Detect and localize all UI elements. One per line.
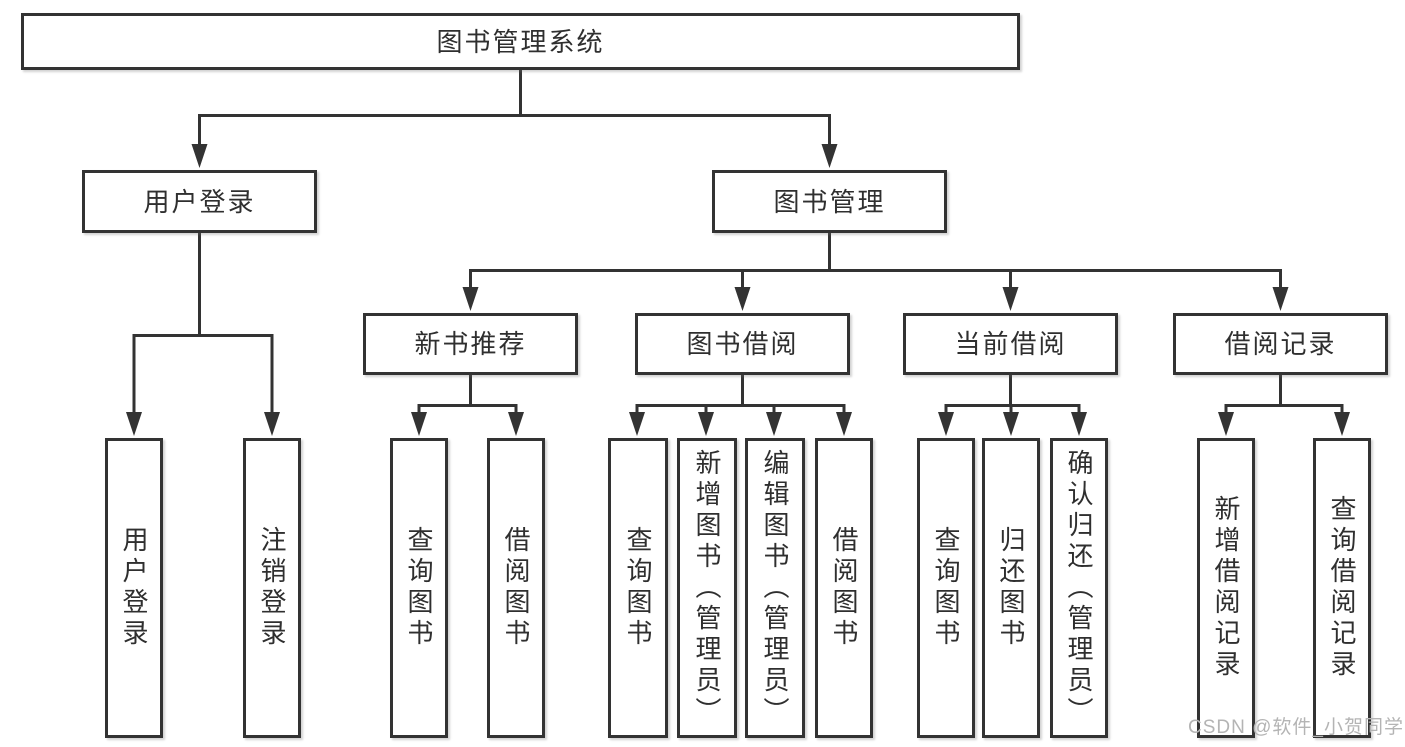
leaf-query-books-borrowing-label: 查询图书 bbox=[623, 526, 653, 650]
leaf-add-borrow-record: 新增借阅记录 bbox=[1197, 438, 1255, 738]
node-user-login-label: 用户登录 bbox=[143, 186, 256, 217]
arrowhead-user-login bbox=[191, 144, 208, 168]
leaf-borrow-books-recommend-label: 借阅图书 bbox=[501, 526, 531, 650]
node-current-borrowing-label: 当前借阅 bbox=[954, 329, 1067, 359]
leaf-user-login-label: 用户登录 bbox=[119, 526, 149, 650]
leaf-borrow-books-borrowing-label: 借阅图书 bbox=[829, 526, 859, 650]
connector-current-borrowing-children bbox=[938, 375, 1087, 436]
connector-borrow-records-children bbox=[1218, 375, 1350, 436]
leaf-return-books-label: 归还图书 bbox=[996, 526, 1026, 650]
connector-new-book-children bbox=[411, 375, 524, 436]
leaf-borrow-books-recommend: 借阅图书 bbox=[487, 438, 545, 738]
leaf-query-books-current: 查询图书 bbox=[917, 438, 975, 738]
node-root-label: 图书管理系统 bbox=[436, 26, 605, 57]
leaf-edit-books-admin-label: 编辑图书（管理员） bbox=[760, 448, 790, 728]
node-book-management-label: 图书管理 bbox=[773, 186, 886, 217]
leaf-query-books-recommend: 查询图书 bbox=[390, 438, 448, 738]
leaf-query-borrow-record: 查询借阅记录 bbox=[1313, 438, 1371, 738]
leaf-add-books-admin: 新增图书（管理员） bbox=[677, 438, 737, 738]
node-root-library-system: 图书管理系统 bbox=[21, 13, 1020, 70]
leaf-confirm-return-admin-label: 确认归还（管理员） bbox=[1064, 448, 1094, 728]
leaf-confirm-return-admin: 确认归还（管理员） bbox=[1050, 438, 1108, 738]
connector-root-to-level2 bbox=[191, 70, 838, 168]
leaf-add-borrow-record-label: 新增借阅记录 bbox=[1211, 495, 1241, 681]
leaf-user-login: 用户登录 bbox=[105, 438, 163, 738]
leaf-logout-label: 注销登录 bbox=[257, 526, 287, 650]
connector-user-login-children bbox=[126, 233, 280, 436]
connector-book-management-children bbox=[462, 233, 1289, 311]
node-borrowing-records-label: 借阅记录 bbox=[1224, 329, 1337, 359]
node-book-borrowing: 图书借阅 bbox=[635, 313, 850, 375]
csdn-watermark: CSDN @软件_小贺同学 bbox=[1188, 717, 1404, 738]
leaf-query-books-borrowing: 查询图书 bbox=[608, 438, 668, 738]
node-new-book-recommendation: 新书推荐 bbox=[363, 313, 578, 375]
node-borrowing-records: 借阅记录 bbox=[1173, 313, 1388, 375]
arrowhead-book-management bbox=[821, 144, 838, 168]
connector-book-borrowing-children bbox=[629, 375, 852, 436]
leaf-query-books-recommend-label: 查询图书 bbox=[404, 526, 434, 650]
leaf-logout: 注销登录 bbox=[243, 438, 301, 738]
leaf-borrow-books-borrowing: 借阅图书 bbox=[815, 438, 873, 738]
leaf-query-borrow-record-label: 查询借阅记录 bbox=[1327, 495, 1357, 681]
leaf-return-books: 归还图书 bbox=[982, 438, 1040, 738]
leaf-add-books-admin-label: 新增图书（管理员） bbox=[692, 448, 722, 728]
node-book-management: 图书管理 bbox=[712, 170, 947, 233]
leaf-query-books-current-label: 查询图书 bbox=[931, 526, 961, 650]
node-new-book-recommendation-label: 新书推荐 bbox=[414, 329, 527, 359]
leaf-edit-books-admin: 编辑图书（管理员） bbox=[745, 438, 805, 738]
node-user-login: 用户登录 bbox=[82, 170, 317, 233]
node-book-borrowing-label: 图书借阅 bbox=[686, 329, 799, 359]
node-current-borrowing: 当前借阅 bbox=[903, 313, 1118, 375]
